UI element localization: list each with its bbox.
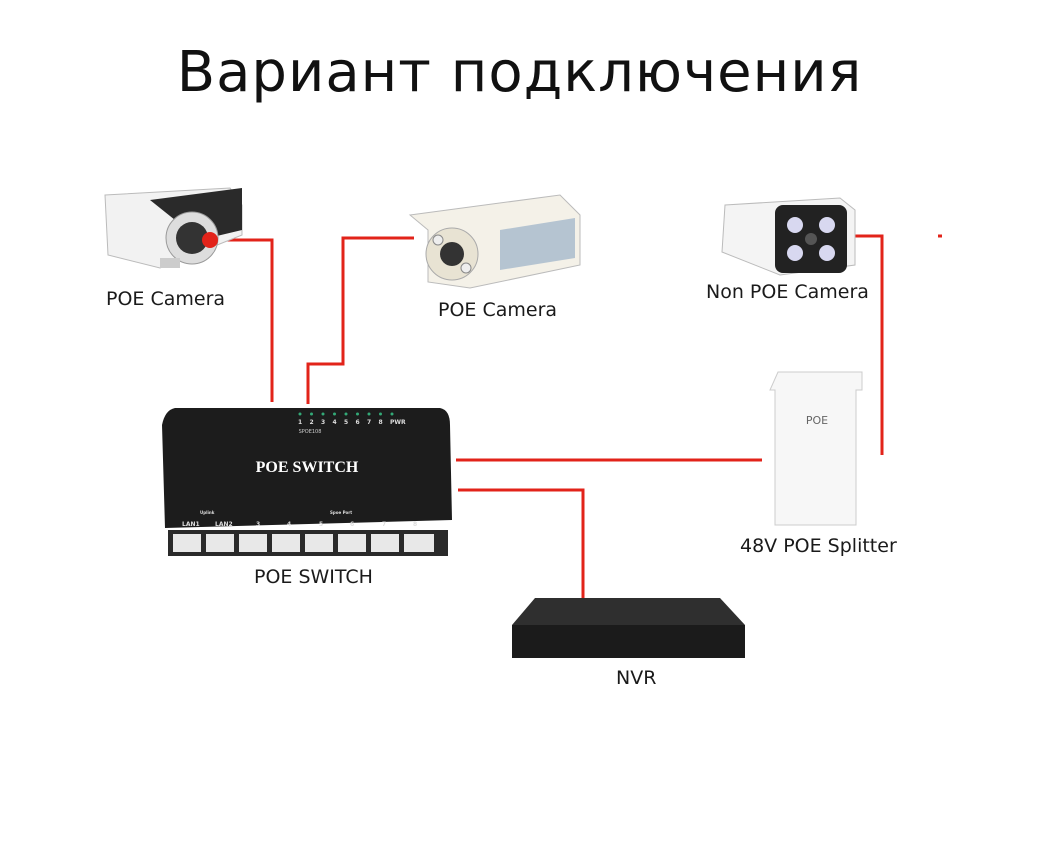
poe-camera-1 <box>104 187 243 269</box>
non-poe-camera <box>721 197 856 276</box>
switch-port-label: LAN2 <box>215 521 233 528</box>
nvr-device <box>512 598 745 658</box>
cables <box>222 234 942 604</box>
switch-led <box>321 412 325 416</box>
switch-port-label: 6 <box>350 521 354 528</box>
switch-port-group-label: Spoe Port <box>330 510 352 515</box>
switch-port-label: LAN1 <box>182 521 200 528</box>
switch-port-label: 5 <box>319 521 323 528</box>
switch-port-labels: LAN1 LAN2 3 4 5 6 7 8 Uplink Spoe Port <box>182 510 417 528</box>
camera1-label: POE Camera <box>106 288 226 310</box>
switch-port-label: 7 <box>382 521 386 528</box>
cable-camera3-splitter <box>845 234 884 455</box>
switch-port-label: 3 <box>256 521 260 528</box>
switch-model-label: SPOE108 <box>299 429 322 435</box>
cable-switch-nvr <box>458 488 585 604</box>
camera3-label: Non POE Camera <box>706 281 869 303</box>
switch-led-label: PWR <box>390 419 406 426</box>
switch-port-label: 8 <box>413 521 417 528</box>
poe-camera-2 <box>408 194 581 289</box>
switch-led-label: 8 <box>379 419 383 426</box>
switch-led-label: 5 <box>344 419 348 426</box>
switch-led <box>344 412 348 416</box>
switch-led-label: 4 <box>333 419 337 426</box>
switch-led <box>298 412 302 416</box>
camera2-label: POE Camera <box>438 299 558 321</box>
nvr-label: NVR <box>616 667 657 689</box>
switch-led-label: 3 <box>321 419 325 426</box>
switch-led <box>333 412 336 416</box>
switch-led <box>379 412 382 416</box>
splitter-label: 48V POE Splitter <box>740 535 897 557</box>
cable-camera1-switch <box>222 238 274 402</box>
cable-camera2-switch <box>306 236 414 404</box>
switch-led <box>310 412 313 416</box>
switch-led-label: 2 <box>310 419 314 426</box>
page-title: Вариант подключения <box>176 40 863 105</box>
switch-face-label: POE SWITCH <box>256 459 359 476</box>
switch-label: POE SWITCH <box>254 566 373 588</box>
splitter-face-label: POE <box>806 414 828 427</box>
switch-port-group-label: Uplink <box>200 510 215 515</box>
switch-led-label: 6 <box>356 419 360 426</box>
switch-port-label: 4 <box>287 521 291 528</box>
switch-led <box>356 412 359 416</box>
switch-led-label: 1 <box>298 419 302 426</box>
poe-splitter: POE <box>769 371 863 526</box>
switch-led-label: 7 <box>367 419 371 426</box>
switch-led <box>390 412 394 416</box>
switch-led <box>367 412 371 416</box>
